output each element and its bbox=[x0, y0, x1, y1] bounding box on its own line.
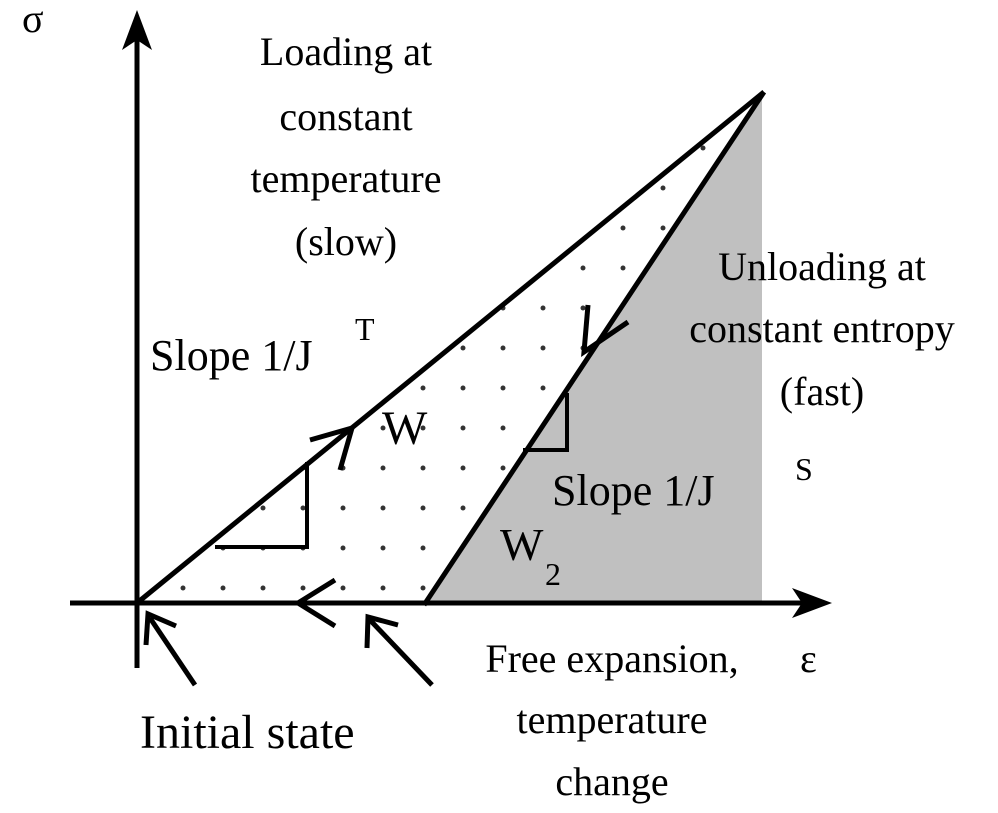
fill-dot bbox=[500, 465, 506, 471]
free-expansion-pointer bbox=[368, 618, 434, 687]
fill-dot bbox=[580, 305, 586, 311]
fill-dot bbox=[460, 465, 466, 471]
loading-direction-arrow bbox=[309, 424, 356, 471]
svg-text:constant: constant bbox=[279, 94, 412, 139]
fill-dot bbox=[420, 545, 426, 551]
loading-line bbox=[135, 90, 766, 605]
fill-dot bbox=[620, 265, 626, 271]
slope-s-triangle bbox=[523, 393, 569, 452]
fill-dot bbox=[260, 505, 266, 511]
x-axis-arrowhead bbox=[792, 588, 832, 618]
slope-s-label: Slope 1/J bbox=[552, 466, 715, 515]
fill-dot bbox=[220, 585, 226, 591]
fill-dot bbox=[420, 385, 426, 391]
fill-dot bbox=[660, 185, 666, 191]
fill-dot bbox=[500, 425, 506, 431]
fill-dot bbox=[460, 385, 466, 391]
w2-label: W bbox=[500, 519, 544, 570]
slope-t-label: Slope 1/J bbox=[150, 331, 313, 380]
svg-text:temperature: temperature bbox=[251, 156, 442, 201]
fill-dot bbox=[580, 265, 586, 271]
fill-dot bbox=[420, 585, 426, 591]
w-label: W bbox=[382, 402, 428, 455]
fill-dot bbox=[420, 505, 426, 511]
svg-text:Unloading at: Unloading at bbox=[718, 244, 926, 289]
fill-dot bbox=[460, 345, 466, 351]
svg-text:(fast): (fast) bbox=[780, 369, 864, 414]
fill-dot bbox=[380, 585, 386, 591]
fill-dot bbox=[620, 225, 626, 231]
fill-dot bbox=[380, 465, 386, 471]
svg-text:temperature: temperature bbox=[517, 697, 708, 742]
fill-dot bbox=[260, 585, 266, 591]
fill-dot bbox=[380, 505, 386, 511]
initial-state-pointer bbox=[147, 616, 198, 687]
unloading-line bbox=[421, 90, 767, 607]
fill-dot bbox=[460, 425, 466, 431]
fill-dot bbox=[540, 345, 546, 351]
fill-dot bbox=[660, 225, 666, 231]
initial-state-pointer-head bbox=[143, 610, 177, 646]
svg-text:change: change bbox=[555, 759, 668, 804]
fill-dot bbox=[700, 145, 706, 151]
slope-t-superscript: T bbox=[355, 311, 375, 347]
w2-subscript: 2 bbox=[545, 556, 561, 592]
fill-dot bbox=[540, 305, 546, 311]
fill-dot bbox=[540, 385, 546, 391]
fill-dot bbox=[380, 545, 386, 551]
fill-dot bbox=[420, 425, 426, 431]
svg-text:Loading at: Loading at bbox=[260, 29, 432, 74]
slope-t-triangle bbox=[215, 462, 309, 549]
fill-dot bbox=[420, 465, 426, 471]
x-axis-label: ε bbox=[800, 636, 817, 681]
unloading-label: Unloading at constant entropy (fast) bbox=[689, 244, 955, 414]
fill-dot bbox=[300, 505, 306, 511]
fill-dot bbox=[500, 385, 506, 391]
fill-dot bbox=[180, 585, 186, 591]
fill-dot bbox=[460, 505, 466, 511]
initial-state-label: Initial state bbox=[140, 706, 355, 759]
fill-dot bbox=[300, 585, 306, 591]
svg-text:Free expansion,: Free expansion, bbox=[485, 636, 738, 681]
y-axis-arrowhead bbox=[122, 10, 152, 50]
svg-text:(slow): (slow) bbox=[295, 219, 397, 264]
free-expansion-label: Free expansion, temperature change bbox=[485, 636, 738, 804]
free-expansion-arrow bbox=[293, 577, 337, 629]
fill-dot bbox=[340, 545, 346, 551]
fill-dot bbox=[380, 425, 386, 431]
free-expansion-pointer-head bbox=[364, 613, 399, 649]
fill-dot bbox=[500, 345, 506, 351]
fill-dot bbox=[340, 505, 346, 511]
y-axis-label: σ bbox=[22, 0, 44, 41]
loading-label: Loading at constant temperature (slow) bbox=[251, 29, 442, 264]
unloading-direction-arrow bbox=[581, 304, 630, 358]
slope-s-superscript: S bbox=[795, 451, 813, 487]
fill-dot bbox=[340, 585, 346, 591]
svg-text:constant entropy: constant entropy bbox=[689, 306, 955, 351]
